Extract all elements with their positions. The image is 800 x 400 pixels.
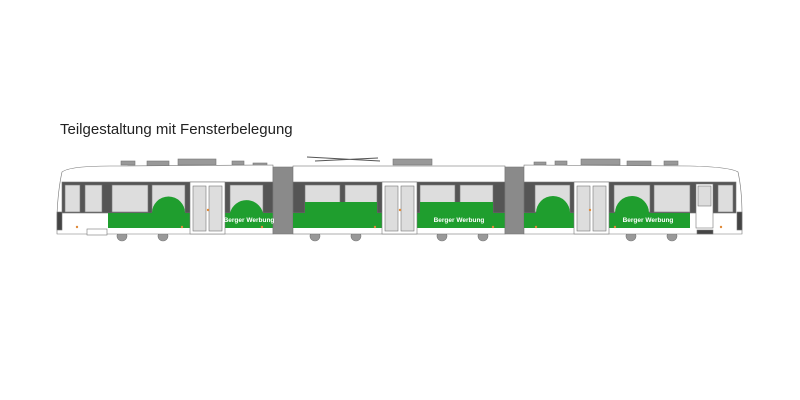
ad-text-1: Berger Werbung bbox=[224, 217, 275, 224]
car-section-1 bbox=[56, 164, 274, 236]
ad-text-3: Berger Werbung bbox=[623, 217, 674, 224]
ad-text-2: Berger Werbung bbox=[434, 217, 485, 224]
accent-markers bbox=[75, 208, 723, 229]
roof-equipment bbox=[120, 158, 679, 167]
page-title: Teilgestaltung mit Fensterbelegung bbox=[60, 121, 293, 138]
car-section-2 bbox=[292, 165, 506, 235]
articulation-joint-2 bbox=[504, 166, 525, 235]
articulation-joint-1 bbox=[272, 166, 294, 235]
pantograph bbox=[306, 156, 381, 162]
car-section-3 bbox=[523, 164, 743, 235]
